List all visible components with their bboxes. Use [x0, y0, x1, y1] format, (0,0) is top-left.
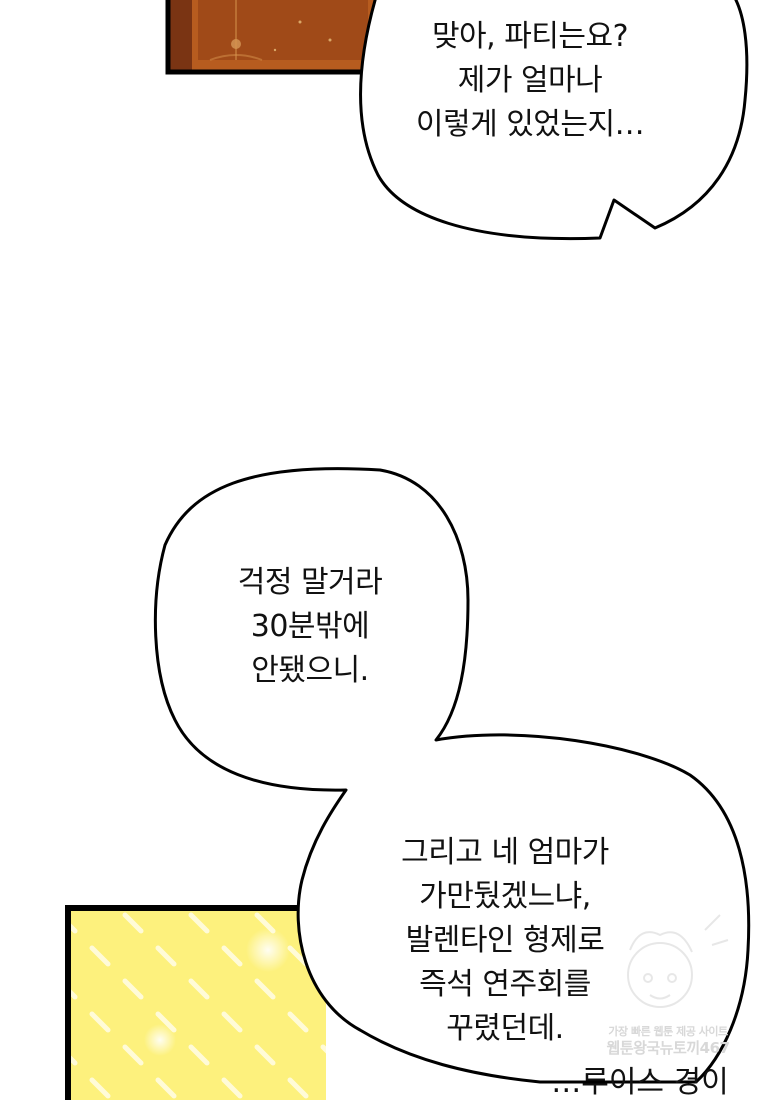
bottom-panel [65, 905, 330, 1100]
bubble-line: 걱정 말거라 [237, 565, 383, 600]
speech-bubble-2-3 [153, 467, 751, 1084]
caption-text: …루이스 경이 [551, 1065, 729, 1100]
bubble-line: 안됐으니. [251, 653, 369, 688]
bubble-line: 제가 얼마나 [457, 63, 603, 98]
watermark-mascot [627, 914, 729, 1008]
bubble-line: 30분밖에 [250, 609, 370, 644]
speech-bubble-2-text: 걱정 말거라 30분밖에 안됐으니. [180, 561, 440, 693]
speech-bubble-3-text: 그리고 네 엄마가 가만뒀겠느냐, 발렌타인 형제로 즉석 연주회를 꾸렸던데. [340, 831, 670, 1051]
bubble-line: 가만뒀겠느냐, [419, 879, 591, 914]
speech-bubble-1 [359, 0, 749, 241]
bubble-line: 즉석 연주회를 [419, 967, 591, 1002]
bubble-line: 꾸렸던데. [446, 1011, 564, 1046]
bubble-line: 그리고 네 엄마가 [401, 835, 609, 870]
watermark-line-2: 웹툰왕국뉴토끼467 [606, 1039, 730, 1057]
bubble-line: 이렇게 있었는지… [415, 107, 645, 142]
speech-bubble-1-text: 맞아, 파티는요? 제가 얼마나 이렇게 있었는지… [380, 15, 680, 147]
bubble-line: 맞아, 파티는요? [431, 19, 629, 54]
bubble-line: 발렌타인 형제로 [405, 923, 605, 958]
site-watermark: 가장 빠른 웹툰 제공 사이트 웹툰왕국뉴토끼467 [598, 1024, 738, 1056]
watermark-line-1: 가장 빠른 웹툰 제공 사이트 [608, 1025, 728, 1038]
